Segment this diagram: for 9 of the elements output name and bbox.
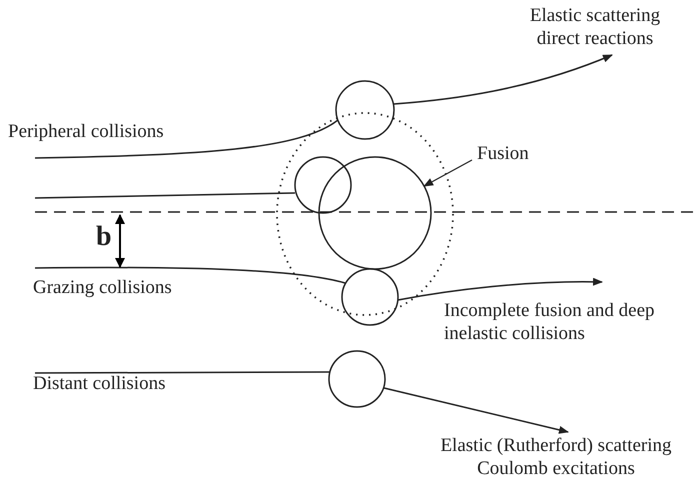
- collision-type-label: Distant collisions: [33, 372, 166, 395]
- outcome-label: Incomplete fusion and deep inelastic collisions: [444, 299, 656, 345]
- leader-line: [423, 159, 472, 187]
- collision-type-label: Grazing collisions: [33, 276, 172, 299]
- process-label: Fusion: [477, 142, 529, 165]
- impact-parameter-label: b: [96, 222, 112, 252]
- outcome-label: Elastic (Rutherford) scattering Coulomb excitations: [439, 434, 673, 480]
- collision-type-label: Peripheral collisions: [8, 120, 164, 143]
- outcome-label: Elastic scattering direct reactions: [528, 4, 662, 50]
